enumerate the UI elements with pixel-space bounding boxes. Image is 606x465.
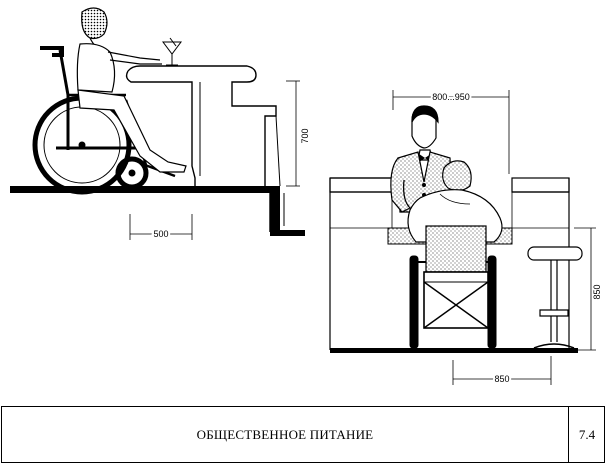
cocktail-glass [162, 37, 182, 66]
dimension-label-850-vertical: 850 [592, 284, 602, 299]
floor-line [330, 348, 578, 353]
front-view: 800...950 850 850 [329, 90, 602, 386]
dimension-label-800-950: 800...950 [432, 92, 470, 102]
dimension-label-500: 500 [153, 229, 168, 239]
floor-slab [10, 186, 305, 236]
wheelchair-back [409, 225, 497, 349]
bar-counter-front [329, 177, 570, 350]
dimension-850-horizontal: 850 [452, 356, 552, 386]
dimension-800-950: 800...950 [392, 90, 510, 174]
bar-counter-profile [125, 65, 281, 187]
figure-number: 7.4 [578, 426, 596, 442]
dimension-850-vertical: 850 [574, 227, 602, 351]
bar-stool [527, 246, 583, 349]
side-view: 700 500 [10, 7, 310, 241]
dimension-500: 500 [129, 214, 193, 241]
dimension-700: 700 [286, 80, 310, 187]
title-block-divider [568, 407, 569, 462]
section-title: ОБЩЕСТВЕННОЕ ПИТАНИЕ [196, 426, 374, 442]
seated-woman-side [76, 7, 187, 173]
title-block: ОБЩЕСТВЕННОЕ ПИТАНИЕ 7.4 [1, 406, 605, 463]
dimension-label-700: 700 [300, 128, 310, 143]
dimension-label-850-horizontal: 850 [494, 374, 509, 384]
bar-counter-accessibility-drawing: 700 500 [10, 7, 602, 386]
